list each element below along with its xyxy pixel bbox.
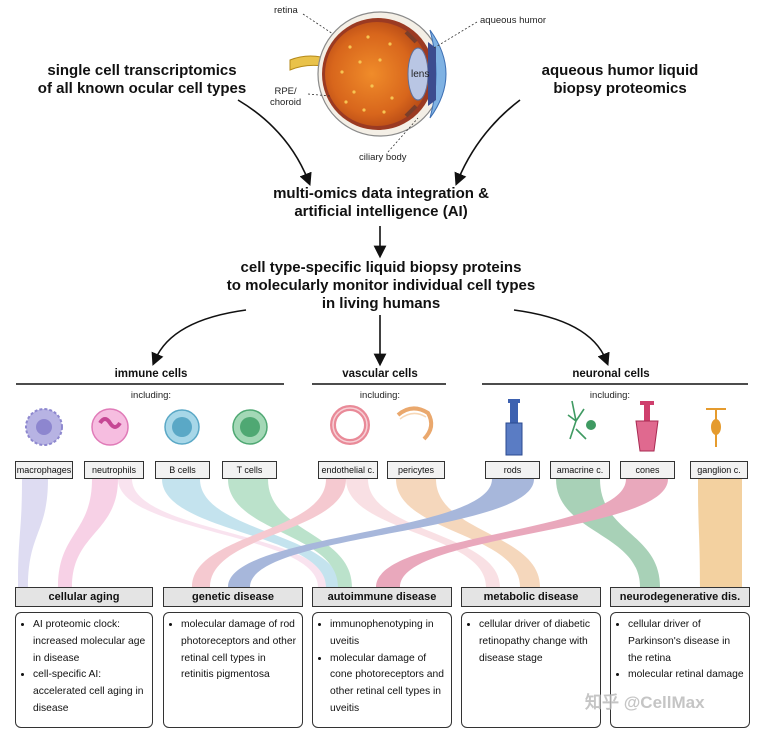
disease-neurodegenerative: neurodegenerative dis. xyxy=(610,587,750,607)
cell-to-disease-ribbons xyxy=(18,479,742,587)
watermark: 知乎 @CellMax xyxy=(585,693,705,712)
list-item: AI proteomic clock: increased molecular … xyxy=(33,617,148,667)
amacrine-icon xyxy=(567,400,596,440)
list-item: molecular damage of cone photoreceptors … xyxy=(330,651,447,718)
list-item: cell-specific AI: accelerated cell aging… xyxy=(33,667,148,717)
ribbon-cones xyxy=(376,479,668,587)
ribbon-t-cells xyxy=(228,479,352,587)
label-aqueous-humor: aqueous humor xyxy=(480,15,547,26)
cone-icon xyxy=(635,401,659,452)
cell-box-neutrophils: neutrophils xyxy=(84,461,144,479)
label-retina: retina xyxy=(274,5,298,16)
cell-box-cones: cones xyxy=(620,461,675,479)
group-neuronal-including: including: xyxy=(589,390,631,401)
disease-metabolic-description: cellular driver of diabetic retinopathy … xyxy=(461,612,601,728)
cell-box-pericytes: pericytes xyxy=(387,461,445,479)
t-cell-icon xyxy=(232,409,268,445)
flow-arrows xyxy=(151,99,610,367)
cell-box-ganglion: ganglion c. xyxy=(690,461,748,479)
endothelial-icon xyxy=(330,405,370,445)
ribbon-pericytes xyxy=(396,479,540,587)
label-rpe: RPE/choroid xyxy=(270,86,302,108)
ribbon-amacrine xyxy=(556,479,660,587)
cell-box-endothelial: endothelial c. xyxy=(318,461,378,479)
cell-box-amacrine: amacrine c. xyxy=(550,461,610,479)
ribbon-ganglion xyxy=(698,479,742,587)
disease-neurodegenerative-description: cellular driver of Parkinson's disease i… xyxy=(610,612,750,728)
ganglion-icon xyxy=(706,408,726,447)
list-item: molecular retinal damage xyxy=(628,667,745,684)
integration-text: multi-omics data integration &artificial… xyxy=(273,185,489,220)
disease-autoimmune: autoimmune disease xyxy=(312,587,452,607)
ribbon-endothelial-metabolic xyxy=(346,479,500,587)
ribbon-macrophages xyxy=(18,479,48,587)
neutrophil-icon xyxy=(91,408,129,446)
pericyte-icon xyxy=(396,406,434,441)
label-lens: lens xyxy=(411,69,430,80)
list-item: immunophenotyping in uveitis xyxy=(330,617,447,651)
disease-genetic: genetic disease xyxy=(163,587,303,607)
list-item: molecular damage of rod photoreceptors a… xyxy=(181,617,298,684)
b-cell-icon xyxy=(164,409,200,445)
group-immune-including: including: xyxy=(130,390,172,401)
group-vascular-including: including: xyxy=(359,390,401,401)
ribbon-b-cells xyxy=(162,479,340,587)
disease-genetic-description: molecular damage of rod photoreceptors a… xyxy=(163,612,303,728)
list-item: cellular driver of Parkinson's disease i… xyxy=(628,617,745,667)
list-item: cellular driver of diabetic retinopathy … xyxy=(479,617,596,667)
cell-box-rods: rods xyxy=(485,461,540,479)
ribbon-rods-genetic xyxy=(228,479,534,587)
cell-icons xyxy=(25,399,726,456)
ribbon-neutrophils-autoimmune xyxy=(118,479,330,587)
eye-leader-lines xyxy=(302,13,478,153)
ribbon-endothelial-genetic xyxy=(192,479,346,587)
group-rules xyxy=(16,383,748,385)
cell-box-t-cells: T cells xyxy=(222,461,277,479)
disease-autoimmune-description: immunophenotyping in uveitis molecular d… xyxy=(312,612,452,728)
ribbon-neutrophils-aging xyxy=(58,479,118,587)
group-neuronal-title: neuronal cells xyxy=(572,368,650,380)
eye-illustration xyxy=(289,11,447,137)
group-immune-title: immune cells xyxy=(114,368,188,380)
disease-cellular-aging-description: AI proteomic clock: increased molecular … xyxy=(15,612,153,728)
macrophage-icon xyxy=(25,408,63,446)
group-vascular-title: vascular cells xyxy=(342,368,418,380)
rod-icon xyxy=(505,399,523,456)
biopsy-text: cell type-specific liquid biopsy protein… xyxy=(226,259,536,312)
cell-box-macrophages: macrophages xyxy=(15,461,73,479)
disease-cellular-aging: cellular aging xyxy=(15,587,153,607)
label-ciliary-body: ciliary body xyxy=(359,152,407,163)
cell-box-b-cells: B cells xyxy=(155,461,210,479)
disease-metabolic: metabolic disease xyxy=(461,587,601,607)
